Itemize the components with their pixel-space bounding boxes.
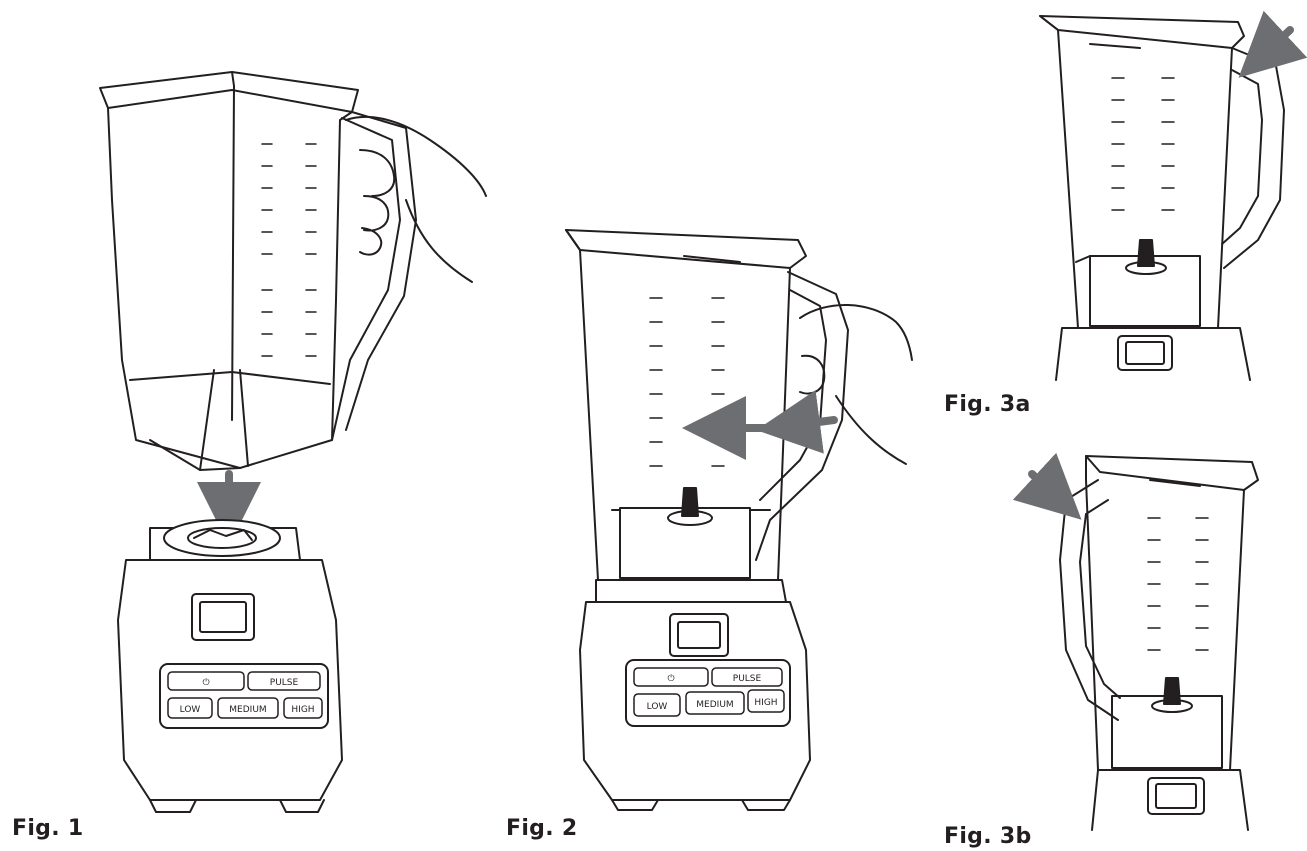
fig1-measure-marks — [261, 143, 317, 357]
fig1-control-panel: ⏻ PULSE LOW MEDIUM HIGH — [167, 671, 323, 719]
fig1-low-label: LOW — [180, 705, 201, 715]
fig2-low-button — [633, 693, 681, 717]
fig2-hand — [799, 303, 913, 465]
fig2-pulse-button — [711, 667, 783, 687]
fig2-power-symbol: ⏻ — [667, 673, 674, 684]
fig1-medium-label: MEDIUM — [229, 705, 266, 715]
fig3b-measure-marks — [1147, 517, 1209, 651]
fig1-label: Fig. 1 — [12, 816, 84, 841]
fig1-power-button — [167, 671, 245, 691]
fig3b-illustration — [1012, 452, 1259, 831]
fig1-low-button — [167, 697, 213, 719]
fig2-power-button — [633, 667, 709, 687]
fig2-pulse-label: PULSE — [733, 674, 762, 684]
fig2-medium-button — [685, 691, 745, 715]
fig2-arrows — [682, 390, 838, 460]
fig1-high-label: HIGH — [291, 705, 314, 715]
fig2-high-label: HIGH — [754, 698, 777, 708]
fig1-medium-button — [217, 697, 279, 719]
fig3a-label: Fig. 3a — [944, 392, 1031, 417]
fig2-high-button — [747, 689, 785, 713]
fig1-base — [117, 519, 343, 813]
fig3a-measure-marks — [1111, 77, 1175, 211]
fig1-high-button — [283, 697, 323, 719]
fig2-control-panel: ⏻ PULSE LOW MEDIUM HIGH — [633, 667, 785, 717]
fig3a-illustration — [1039, 10, 1307, 381]
fig1-pulse-label: PULSE — [270, 678, 299, 688]
fig2-low-label: LOW — [647, 702, 668, 712]
fig1-hand — [345, 116, 487, 283]
fig1-pitcher — [99, 71, 417, 471]
fig2-medium-label: MEDIUM — [696, 700, 733, 710]
fig1-power-symbol: ⏻ — [202, 677, 209, 688]
fig2-illustration — [565, 229, 913, 811]
fig2-label: Fig. 2 — [506, 816, 578, 841]
fig1-pulse-button — [247, 671, 321, 691]
fig3b-label: Fig. 3b — [944, 824, 1032, 849]
fig2-pitcher — [565, 229, 849, 581]
